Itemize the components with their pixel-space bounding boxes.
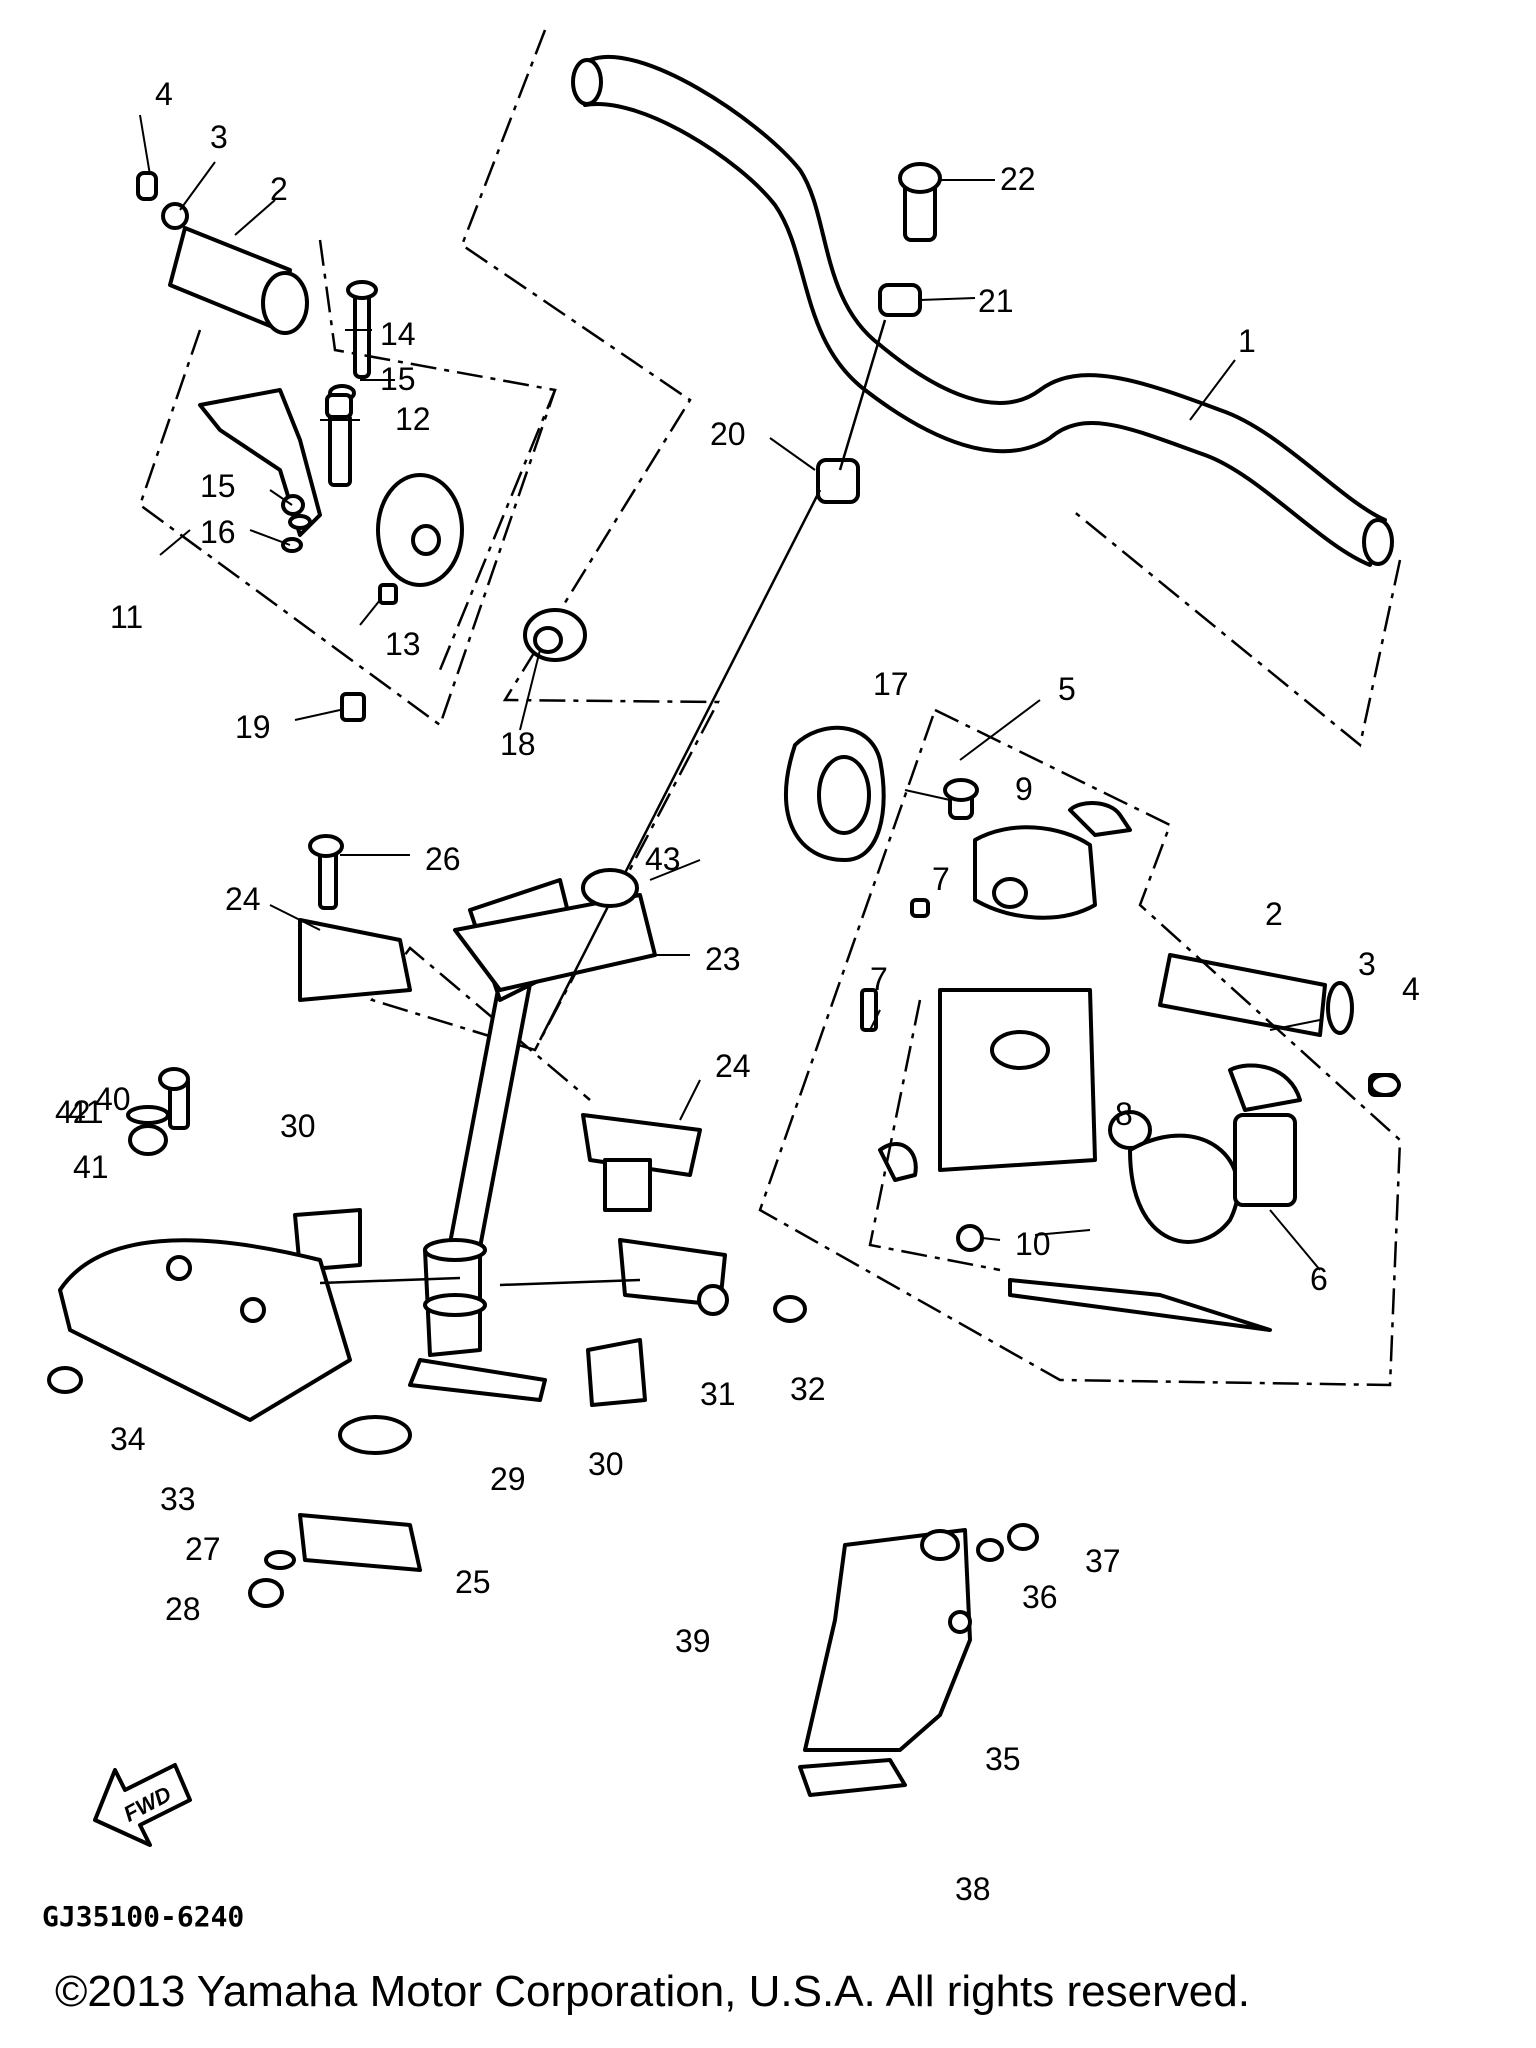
part-label: 34 <box>110 1421 146 1457</box>
part-label: 38 <box>955 1871 991 1907</box>
part-label: 7 <box>870 961 888 997</box>
fwd-arrow-icon: FWD <box>93 1763 192 1847</box>
part-label: 1 <box>1238 323 1256 359</box>
part-label: 14 <box>380 316 416 352</box>
part-label: 3 <box>210 119 228 155</box>
part-label: 4 <box>1402 971 1420 1007</box>
part-number-labels: 1 2 2 3 3 4 4 5 6 7 7 8 9 10 11 12 13 14… <box>55 76 1420 1907</box>
part-label: 33 <box>160 1481 196 1517</box>
part-label: 28 <box>165 1591 201 1627</box>
part-label: 9 <box>1015 771 1033 807</box>
part-label: 35 <box>985 1741 1021 1777</box>
part-label: 24 <box>715 1048 751 1084</box>
part-label: 15 <box>380 361 416 397</box>
left-grip-assembly <box>136 171 587 722</box>
part-label: 7 <box>932 861 950 897</box>
part-label: 19 <box>235 709 271 745</box>
part-label: 20 <box>710 416 746 452</box>
part-label: 4 <box>155 76 173 112</box>
part-label: 22 <box>1000 161 1036 197</box>
part-label: 36 <box>1022 1579 1058 1615</box>
part-label: 18 <box>500 726 536 762</box>
part-label: 31 <box>700 1376 736 1412</box>
part-label: 30 <box>280 1108 316 1144</box>
part-label: 32 <box>790 1371 826 1407</box>
brackets-and-plates <box>47 393 807 1608</box>
part-label: 26 <box>425 841 461 877</box>
copyright-text: ©2013 Yamaha Motor Corporation, U.S.A. A… <box>55 1967 1250 2016</box>
part-label: 24 <box>225 881 261 917</box>
part-label: 41 <box>68 1094 104 1130</box>
part-label: 6 <box>1310 1261 1328 1297</box>
part-label: 29 <box>490 1461 526 1497</box>
figure-code: GJ35100-6240 <box>42 1900 244 1933</box>
part-label: 12 <box>395 401 431 437</box>
part-label: 13 <box>385 626 421 662</box>
handlebar-part <box>571 54 1394 567</box>
part-label: 41 <box>73 1149 109 1185</box>
part-label: 2 <box>270 171 288 207</box>
part-label: 37 <box>1085 1543 1121 1579</box>
part-label: 27 <box>185 1531 221 1567</box>
part-label: 3 <box>1358 946 1376 982</box>
part-label: 25 <box>455 1564 491 1600</box>
lower-cover <box>798 1523 1039 1797</box>
part-label: 16 <box>200 514 236 550</box>
part-label: 10 <box>1015 1226 1051 1262</box>
part-label: 11 <box>110 599 143 635</box>
part-label: 30 <box>588 1446 624 1482</box>
part-label: 40 <box>95 1081 131 1117</box>
part-label: 15 <box>200 468 236 504</box>
right-switch-assembly <box>784 725 1401 1332</box>
part-label: 8 <box>1115 1096 1133 1132</box>
part-label: 39 <box>675 1623 711 1659</box>
leader-lines <box>139 114 1321 1271</box>
part-label: 5 <box>1058 671 1076 707</box>
part-label: 43 <box>645 841 681 877</box>
part-label: 23 <box>705 941 741 977</box>
part-label: 17 <box>873 666 909 702</box>
part-label: 21 <box>978 283 1014 319</box>
part-label: 42 <box>55 1094 91 1130</box>
steering-column <box>408 162 942 1402</box>
part-label: 2 <box>1265 896 1283 932</box>
